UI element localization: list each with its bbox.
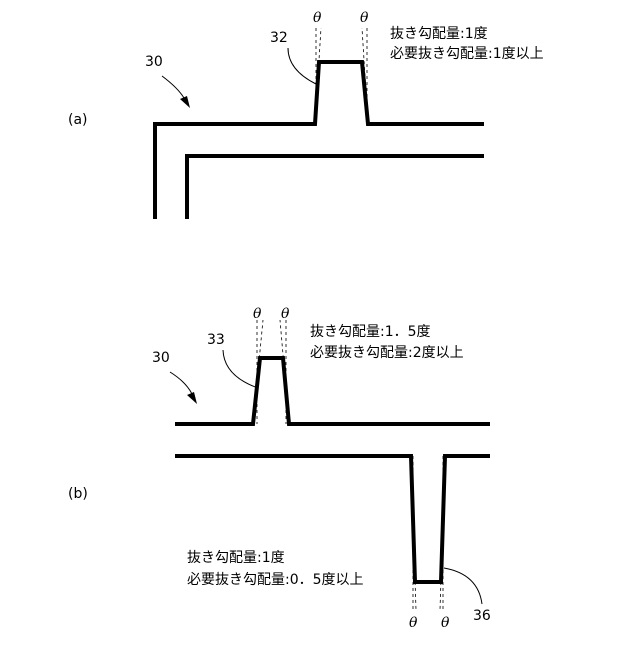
part-30-leader-b [170, 372, 192, 394]
rib-36-leader [444, 568, 482, 604]
panel-a: (a) 30 θ θ 32 抜き勾配量:1度 必要抜き勾配量:1度以上 [68, 10, 544, 219]
required-draft-text-a: 必要抜き勾配量:1度以上 [390, 46, 544, 62]
rib-32-ref: 32 [270, 30, 288, 46]
rib-33-leader [223, 350, 258, 388]
draft-angle-text-b-bottom: 抜き勾配量:1度 [187, 550, 285, 566]
theta-left-b-top: θ [253, 306, 262, 322]
draft-angle-text-a: 抜き勾配量:1度 [390, 26, 488, 42]
theta-right-b-top: θ [281, 306, 290, 322]
theta-right-b-bottom: θ [441, 615, 450, 631]
part-30-arrow-a [180, 96, 190, 108]
panel-b: (b) 30 θ θ 33 抜き勾配量:1．5度 必要抜き勾配量:2度以上 θ … [68, 306, 491, 631]
part-30-leader-a [162, 76, 184, 98]
rib-36-ref: 36 [473, 608, 491, 624]
required-draft-text-b-top: 必要抜き勾配量:2度以上 [310, 345, 464, 361]
theta-left-b-bottom: θ [409, 615, 418, 631]
theta-left-a: θ [313, 10, 322, 26]
rib-33-ref: 33 [207, 332, 225, 348]
draft-angle-text-b-top: 抜き勾配量:1．5度 [310, 324, 431, 340]
rib-32-leader [288, 48, 316, 84]
part-30-ref-b: 30 [152, 350, 170, 366]
part-30-ref-a: 30 [145, 54, 163, 70]
theta-right-a: θ [360, 10, 369, 26]
required-draft-text-b-bottom: 必要抜き勾配量:0．5度以上 [187, 572, 364, 588]
part-30-arrow-b [187, 392, 197, 404]
part-30-inner-profile-a [187, 156, 484, 219]
panel-b-label: (b) [68, 486, 88, 502]
part-30-upper-profile-b [175, 358, 490, 424]
panel-a-label: (a) [68, 112, 88, 128]
part-30-outer-profile-a [155, 62, 484, 219]
